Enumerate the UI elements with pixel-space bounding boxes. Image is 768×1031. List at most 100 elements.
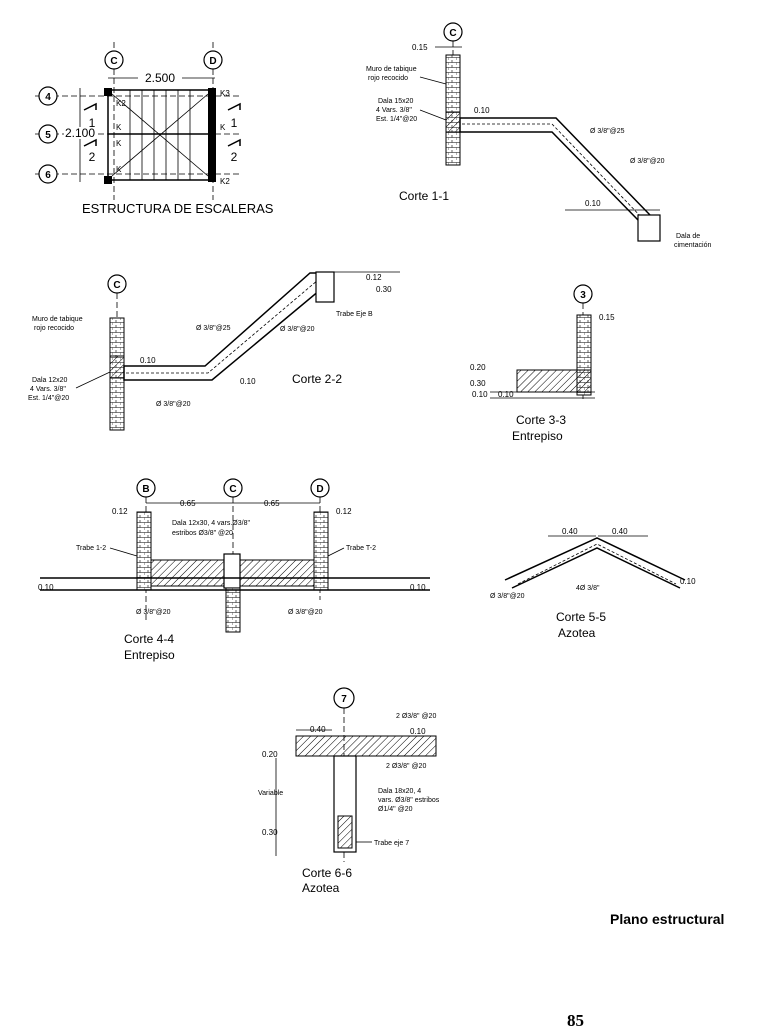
svg-text:0.10: 0.10 [474, 106, 490, 115]
svg-text:0.20: 0.20 [470, 363, 486, 372]
svg-text:Ø 3/8"@20: Ø 3/8"@20 [490, 593, 525, 600]
svg-text:vars. Ø3/8" estribos: vars. Ø3/8" estribos [378, 797, 440, 804]
svg-text:1: 1 [89, 116, 96, 130]
roof-slab-5-5 [504, 537, 686, 581]
svg-text:Trabe eje 7: Trabe eje 7 [374, 840, 409, 847]
svg-text:Muro de tabique: Muro de tabique [366, 66, 417, 73]
section-5-5: 0.40 0.40 0.10 Ø 3/8"@20 4Ø 3/8" Corte 5… [490, 527, 696, 640]
svg-text:0.12: 0.12 [112, 507, 128, 516]
slab-3-3 [516, 369, 578, 393]
svg-text:2: 2 [89, 150, 96, 164]
svg-text:0.40: 0.40 [562, 527, 578, 536]
svg-text:0.15: 0.15 [412, 43, 428, 52]
svg-text:0.40: 0.40 [310, 725, 326, 734]
svg-text:0.10: 0.10 [498, 390, 514, 399]
section-marks: 1 1 2 2 [83, 102, 241, 164]
svg-text:0.10: 0.10 [38, 583, 54, 592]
svg-text:0.10: 0.10 [680, 577, 696, 586]
svg-text:K: K [116, 139, 122, 148]
svg-text:Dala 18x20, 4: Dala 18x20, 4 [378, 788, 421, 795]
plan-title: ESTRUCTURA DE ESCALERAS [82, 201, 274, 216]
svg-text:D: D [209, 56, 216, 67]
svg-text:0.65: 0.65 [180, 499, 196, 508]
svg-text:Muro de tabique: Muro de tabique [32, 316, 83, 323]
svg-text:2.500: 2.500 [145, 71, 175, 85]
svg-text:0.10: 0.10 [240, 377, 256, 386]
svg-text:7: 7 [341, 694, 347, 705]
svg-text:Dala de: Dala de [676, 233, 700, 240]
svg-text:Ø 3/8"@20: Ø 3/8"@20 [280, 326, 315, 333]
svg-text:4 Vars. 3/8": 4 Vars. 3/8" [30, 386, 66, 393]
svg-text:Est. 1/4"@20: Est. 1/4"@20 [28, 395, 69, 402]
svg-text:0.30: 0.30 [376, 285, 392, 294]
section-6-6: 7 0.40 2 Ø3/8" @20 0.10 0.20 2 Ø3/8" @20… [258, 687, 440, 895]
brick-wall-1-1 [445, 54, 461, 166]
svg-text:Dala 12x20: Dala 12x20 [32, 377, 68, 384]
svg-text:K2: K2 [220, 177, 230, 186]
svg-text:0.12: 0.12 [366, 273, 382, 282]
svg-text:Ø 3/8"@20: Ø 3/8"@20 [288, 609, 323, 616]
svg-text:3: 3 [580, 290, 586, 301]
section-5-5-subtitle: Azotea [558, 626, 596, 640]
svg-text:K: K [116, 165, 122, 174]
svg-text:Est. 1/4"@20: Est. 1/4"@20 [376, 116, 417, 123]
page-number: 85 [567, 1011, 584, 1030]
svg-text:Ø 3/8"@25: Ø 3/8"@25 [590, 128, 625, 135]
section-3-3-title: Corte 3-3 [516, 413, 566, 427]
section-4-4: B C D 0.65 0.65 0.12 0.12 Dala 12x30, 4 … [38, 478, 430, 662]
stair-slab-1-1 [459, 117, 651, 239]
svg-text:Ø 3/8"@20: Ø 3/8"@20 [136, 609, 171, 616]
svg-text:rojo recocido: rojo recocido [368, 75, 408, 82]
svg-text:Ø 3/8"@20: Ø 3/8"@20 [156, 401, 191, 408]
axis-bubble-6: 6 [35, 164, 240, 184]
svg-text:K3: K3 [220, 89, 230, 98]
section-2-2: C Muro de tabique rojo recocido Dala 12x… [28, 271, 400, 431]
section-6-6-subtitle: Azotea [302, 881, 340, 895]
svg-text:0.30: 0.30 [262, 828, 278, 837]
sheet-label: Plano estructural [610, 911, 725, 927]
svg-text:rojo recocido: rojo recocido [34, 325, 74, 332]
svg-text:0.12: 0.12 [336, 507, 352, 516]
svg-text:4: 4 [45, 92, 51, 103]
svg-text:Ø 3/8"@20: Ø 3/8"@20 [630, 158, 665, 165]
section-2-2-title: Corte 2-2 [292, 372, 342, 386]
svg-text:6: 6 [45, 170, 51, 181]
svg-text:C: C [110, 56, 117, 67]
section-6-6-title: Corte 6-6 [302, 866, 352, 880]
section-4-4-subtitle: Entrepiso [124, 648, 175, 662]
svg-text:4 Vars. 3/8": 4 Vars. 3/8" [376, 107, 412, 114]
section-1-1-title: Corte 1-1 [399, 189, 449, 203]
svg-text:estribos Ø3/8" @20: estribos Ø3/8" @20 [172, 530, 233, 537]
roof-slab-6-6 [295, 735, 437, 757]
section-5-5-title: Corte 5-5 [556, 610, 606, 624]
svg-text:Trabe T-2: Trabe T-2 [346, 545, 376, 552]
svg-text:0.10: 0.10 [410, 727, 426, 736]
svg-text:2: 2 [231, 150, 238, 164]
svg-text:4Ø 3/8": 4Ø 3/8" [576, 585, 600, 592]
svg-text:Trabe Eje B: Trabe Eje B [336, 311, 373, 318]
svg-text:K: K [116, 123, 122, 132]
svg-text:D: D [316, 484, 323, 495]
svg-text:cimentación: cimentación [674, 242, 711, 249]
axis-bubble-c-plan: C [104, 42, 124, 200]
svg-text:2 Ø3/8" @20: 2 Ø3/8" @20 [396, 713, 436, 720]
svg-text:0.10: 0.10 [472, 390, 488, 399]
svg-text:Trabe 1-2: Trabe 1-2 [76, 545, 106, 552]
svg-text:Variable: Variable [258, 790, 283, 797]
svg-text:0.20: 0.20 [262, 750, 278, 759]
svg-text:0.30: 0.30 [470, 379, 486, 388]
svg-text:Ø 3/8"@25: Ø 3/8"@25 [196, 325, 231, 332]
svg-text:K: K [220, 123, 226, 132]
svg-text:0.15: 0.15 [599, 313, 615, 322]
svg-text:0.10: 0.10 [140, 356, 156, 365]
svg-text:0.10: 0.10 [585, 199, 601, 208]
svg-text:K2: K2 [116, 99, 126, 108]
section-3-3: 3 0.15 0.20 0.30 0.10 0.10 Corte 3-3 Ent… [470, 284, 615, 443]
svg-text:0.40: 0.40 [612, 527, 628, 536]
svg-text:0.65: 0.65 [264, 499, 280, 508]
plan-beam-right [208, 88, 216, 182]
plan-height-dimension: 2.100 [64, 88, 96, 182]
svg-text:C: C [449, 28, 456, 39]
svg-text:2 Ø3/8" @20: 2 Ø3/8" @20 [386, 763, 426, 770]
